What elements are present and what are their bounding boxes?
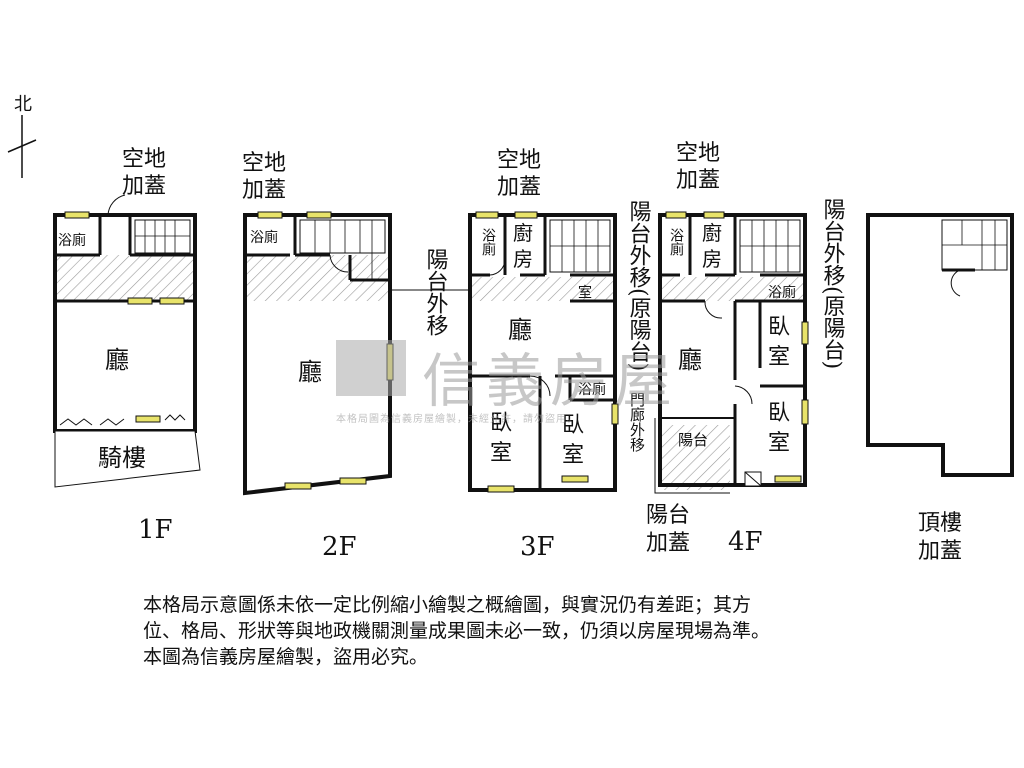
label-1f-covered: 加蓋 bbox=[122, 174, 166, 199]
label-2f-empty-lot: 空地 bbox=[242, 151, 286, 176]
label-3f-bed-a2: 室 bbox=[490, 441, 512, 466]
label-3f-bath: 浴廁 bbox=[480, 228, 496, 256]
label-4f-bath-2: 浴廁 bbox=[768, 284, 796, 301]
label-4f-balcony-out-orig: 陽台外移(原陽台) bbox=[820, 198, 846, 369]
label-3f-living: 廳 bbox=[508, 316, 532, 344]
label-4f-empty-lot: 空地 bbox=[676, 141, 720, 166]
label-3f-bed-b1: 臥 bbox=[562, 413, 584, 438]
north-arrow-icon bbox=[7, 115, 37, 178]
label-1f-living: 廳 bbox=[105, 346, 129, 374]
label-3f-kitchen-2: 房 bbox=[513, 247, 533, 271]
label-4f-balcony-bottom: 陽台 bbox=[646, 503, 690, 528]
label-4f-balcony: 陽台 bbox=[678, 431, 708, 449]
label-4f-living: 廳 bbox=[678, 346, 702, 374]
label-3f-bed-b2: 室 bbox=[562, 443, 584, 468]
label-3f-covered: 加蓋 bbox=[497, 175, 541, 200]
label-2f-bath: 浴廁 bbox=[250, 229, 278, 246]
floor-label-2f: 2F bbox=[322, 532, 357, 562]
label-3f-empty-lot: 空地 bbox=[497, 148, 541, 173]
floor-roof bbox=[866, 213, 1014, 477]
label-3f-balcony-out-orig: 陽台外移(原陽台) bbox=[626, 200, 652, 371]
label-4f-bed-b2: 室 bbox=[768, 431, 790, 456]
floor-label-4f: 4F bbox=[728, 527, 763, 557]
label-2f-covered: 加蓋 bbox=[242, 178, 286, 203]
label-3f-room-fragment: 室 bbox=[578, 284, 592, 301]
disclaimer-line-2: 位、格局、形狀等與地政機關測量成果圖未必一致，仍須以房屋現場為準。 bbox=[143, 620, 771, 642]
label-3f-bath-2: 浴廁 bbox=[578, 381, 606, 398]
label-3f-bed-a1: 臥 bbox=[490, 411, 512, 436]
floor-label-roof: 頂樓 bbox=[918, 511, 962, 536]
label-4f-kitchen-2: 房 bbox=[702, 247, 722, 271]
label-4f-balcony-covered: 加蓋 bbox=[646, 531, 690, 556]
label-4f-kitchen-1: 廚 bbox=[702, 221, 722, 245]
label-2f-balcony-out: 陽台外移 bbox=[423, 248, 449, 336]
label-3f-porch-out: 門廊外移 bbox=[628, 392, 646, 452]
label-1f-empty-lot: 空地 bbox=[122, 147, 166, 172]
label-2f-living: 廳 bbox=[298, 358, 322, 386]
label-4f-covered: 加蓋 bbox=[676, 168, 720, 193]
north-label: 北 bbox=[14, 94, 32, 115]
floor-label-1f: 1F bbox=[138, 515, 173, 545]
floor-2f bbox=[243, 211, 470, 496]
label-4f-bed-b1: 臥 bbox=[768, 401, 790, 426]
label-4f-bed-a2: 室 bbox=[768, 345, 790, 370]
label-3f-kitchen-1: 廚 bbox=[513, 221, 533, 245]
floor-4f bbox=[654, 211, 809, 494]
floor-1f bbox=[53, 194, 201, 488]
label-4f-bed-a1: 臥 bbox=[768, 315, 790, 340]
label-1f-arcade: 騎樓 bbox=[98, 444, 146, 472]
floor-label-3f: 3F bbox=[520, 532, 555, 562]
disclaimer-line-1: 本格局示意圖係未依一定比例縮小繪製之概繪圖，與實況仍有差距；其方 bbox=[143, 594, 752, 616]
label-1f-bath: 浴廁 bbox=[58, 232, 86, 249]
label-4f-bath: 浴廁 bbox=[668, 228, 684, 256]
disclaimer-line-3: 本圖為信義房屋繪製，盜用必究。 bbox=[143, 646, 429, 668]
label-roof-covered: 加蓋 bbox=[918, 539, 962, 564]
disclaimer: 本格局示意圖係未依一定比例縮小繪製之概繪圖，與實況仍有差距；其方 位、格局、形狀… bbox=[143, 592, 943, 670]
floor-3f bbox=[468, 211, 619, 493]
